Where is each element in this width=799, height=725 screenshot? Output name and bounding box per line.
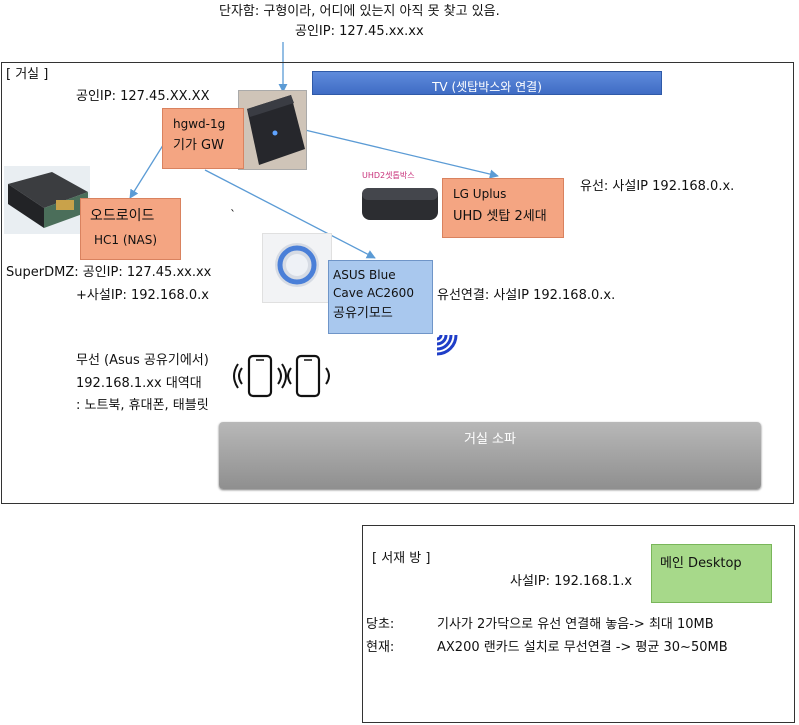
study-private-ip: 사설IP: 192.168.1.x [510, 573, 632, 590]
before-text: 기사가 2가닥으로 유선 연결해 놓음-> 최대 10MB [437, 616, 714, 633]
sofa-label: 거실 소파 [464, 432, 516, 447]
router-photo [262, 233, 332, 303]
nas-label-1: 오드로이드 [90, 208, 154, 225]
nas-photo [4, 166, 90, 234]
settop-label-2: UHD 셋탑 2세대 [453, 208, 547, 225]
wireless-note-1: 무선 (Asus 공유기에서) [76, 352, 209, 369]
settop-device-icon [356, 166, 444, 226]
nas-note-2: +사설IP: 192.168.0.x [76, 287, 209, 304]
before-label: 당초: [366, 616, 394, 633]
nas-note-1: SuperDMZ: 공인IP: 127.45.xx.xx [6, 264, 211, 281]
tv-bar: TV (셋탑박스와 연결) [312, 71, 662, 95]
settop-box: LG Uplus UHD 셋탑 2세대 [442, 178, 564, 238]
now-text: AX200 랜카드 설치로 무선연결 -> 평균 30~50MB [437, 639, 728, 656]
nas-device-icon [4, 166, 90, 234]
settop-label-1: LG Uplus [453, 186, 506, 202]
router-label-3: 공유기모드 [333, 305, 393, 322]
gateway-photo [238, 90, 307, 170]
gateway-label-2: 기가 GW [173, 137, 224, 154]
top-note-line1: 단자함: 구형이라, 어디에 있는지 아직 못 찾고 있음. [219, 3, 500, 20]
wireless-note-2: 192.168.1.xx 대역대 [76, 375, 202, 392]
settop-note: 유선: 사설IP 192.168.0.x. [580, 178, 734, 195]
study-room-title: [ 서재 방 ] [372, 550, 430, 567]
router-device-icon [263, 234, 331, 302]
tv-label: TV (셋탑박스와 연결) [432, 80, 542, 94]
nas-box: 오드로이드 HC1 (NAS) [80, 198, 181, 260]
living-room-public-ip: 공인IP: 127.45.XX.XX [76, 88, 209, 105]
gateway-label-1: hgwd-1g [173, 116, 225, 132]
wireless-note-3: : 노트북, 휴대폰, 태블릿 [76, 397, 209, 414]
settop-photo: UHD2셋톱박스 [356, 166, 444, 226]
gateway-device-icon [239, 91, 306, 169]
router-note: 유선연결: 사설IP 192.168.0.x. [437, 287, 615, 304]
desktop-label: 메인 Desktop [660, 555, 742, 572]
top-note-line2: 공인IP: 127.45.xx.xx [295, 23, 424, 40]
nas-label-2: HC1 (NAS) [94, 232, 157, 248]
gateway-box: hgwd-1g 기가 GW [162, 108, 244, 169]
sofa: 거실 소파 [219, 422, 761, 489]
now-label: 현재: [366, 639, 394, 656]
router-box: ASUS Blue Cave AC2600 공유기모드 [328, 260, 433, 334]
desktop-box: 메인 Desktop [651, 544, 772, 603]
router-label-1: ASUS Blue [333, 267, 396, 283]
stray-mark: ` [230, 207, 236, 223]
living-room-title: [ 거실 ] [6, 66, 48, 83]
router-label-2: Cave AC2600 [333, 285, 414, 301]
